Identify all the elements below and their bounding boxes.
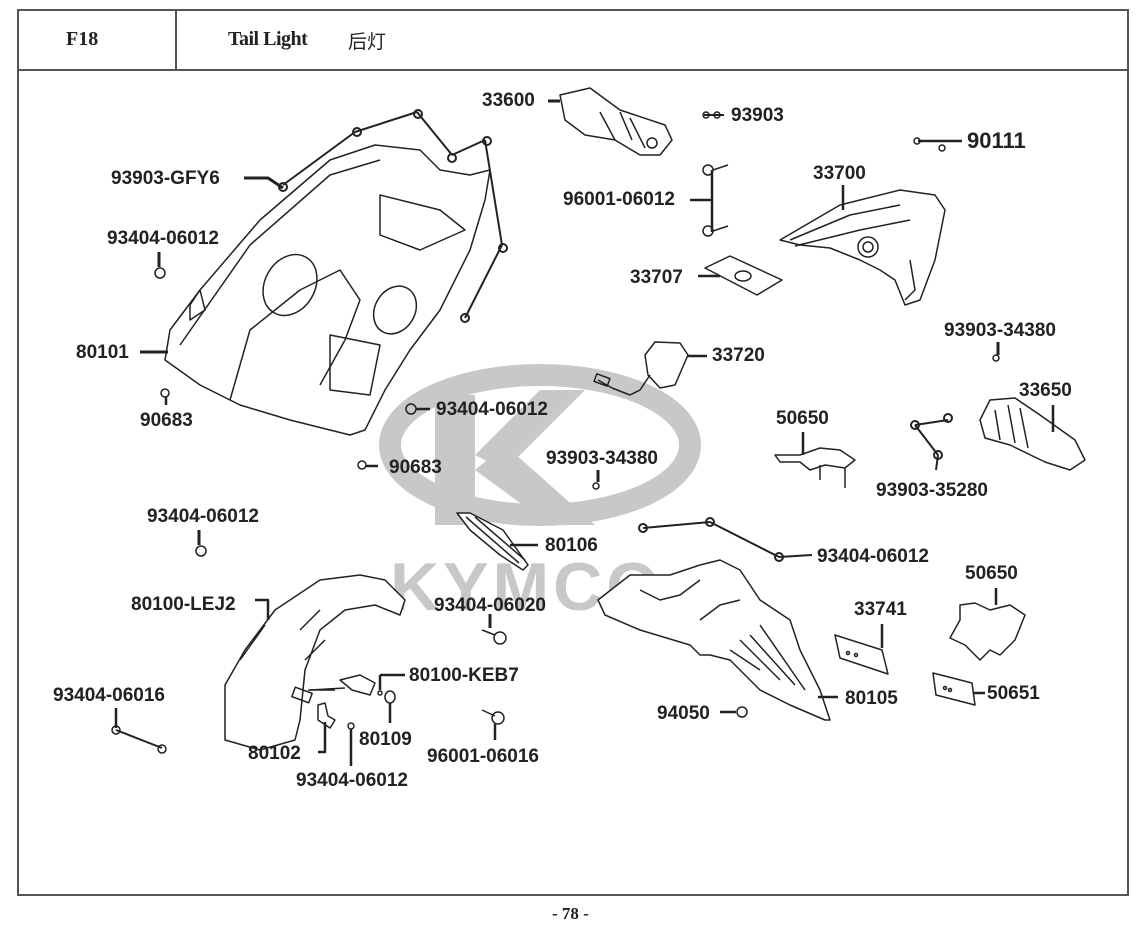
part-label-33700[interactable]: 33700: [813, 163, 866, 184]
part-label-93903-35280[interactable]: 93903-35280: [876, 480, 988, 501]
part-90683-clip-a[interactable]: [160, 388, 170, 405]
part-label-93404-06016[interactable]: 93404-06016: [53, 685, 165, 706]
part-label-93404-06012-b[interactable]: 93404-06012: [436, 399, 548, 420]
part-33720-license-light[interactable]: [593, 341, 707, 396]
part-93404-06012-bolt-e[interactable]: [347, 722, 355, 766]
part-50650-bracket-a[interactable]: [774, 432, 856, 488]
part-label-94050[interactable]: 94050: [657, 703, 710, 724]
part-label-93903-34380-b[interactable]: 93903-34380: [546, 448, 658, 469]
watermark-k-letter: [435, 390, 595, 525]
part-80102-clamp[interactable]: [317, 702, 336, 754]
part-label-80102[interactable]: 80102: [248, 743, 301, 764]
part-label-93903[interactable]: 93903: [731, 105, 784, 126]
part-50651-plate[interactable]: [932, 672, 985, 706]
part-50650-bracket-b[interactable]: [949, 588, 1026, 661]
part-label-93404-06012-e[interactable]: 93404-06012: [296, 770, 408, 791]
part-80101-inner-fender[interactable]: [164, 144, 491, 436]
page-number: - 78 -: [552, 904, 589, 923]
part-96001-06012-bolts[interactable]: [690, 164, 729, 237]
part-96001-06016-bolt[interactable]: [481, 709, 505, 740]
part-label-96001-06012[interactable]: 96001-06012: [563, 189, 675, 210]
part-label-90111[interactable]: 90111: [967, 128, 1026, 153]
part-label-50651[interactable]: 50651: [987, 683, 1040, 704]
part-80100-keb7[interactable]: [377, 673, 405, 696]
part-label-33600[interactable]: 33600: [482, 90, 535, 111]
part-label-96001-06016[interactable]: 96001-06016: [427, 746, 539, 767]
page-title: Tail Light: [228, 28, 308, 50]
part-label-90683-a[interactable]: 90683: [140, 410, 193, 431]
part-label-93903-gfy6[interactable]: 93903-GFY6: [111, 168, 220, 189]
part-94050-nut[interactable]: [720, 706, 748, 718]
part-80105-rear-fender[interactable]: [597, 559, 838, 721]
part-90683-clip-b[interactable]: [357, 460, 378, 470]
part-93404-06012-bolt-c[interactable]: [638, 517, 813, 562]
part-33741-plate[interactable]: [834, 624, 889, 675]
page-frame: [17, 9, 1129, 896]
part-label-80101[interactable]: 80101: [76, 342, 129, 363]
part-33700-tail-light[interactable]: [779, 185, 946, 306]
part-33650-turn-signal[interactable]: [979, 397, 1086, 471]
header-cell-divider: [175, 9, 177, 70]
part-80106-reflector[interactable]: [456, 512, 538, 571]
part-label-93404-06012-d[interactable]: 93404-06012: [147, 506, 259, 527]
part-93404-06012-bolt-d[interactable]: [195, 530, 207, 557]
part-label-33707[interactable]: 33707: [630, 267, 683, 288]
part-93903-34380-screw-b[interactable]: [592, 470, 600, 490]
part-label-93404-06012-c[interactable]: 93404-06012: [817, 546, 929, 567]
part-80109-collar[interactable]: [384, 690, 396, 723]
part-label-93903-34380-a[interactable]: 93903-34380: [944, 320, 1056, 341]
part-label-50650-b[interactable]: 50650: [965, 563, 1018, 584]
page-title-chinese: 后灯: [348, 31, 387, 53]
header-divider: [17, 69, 1129, 71]
part-93903-screw[interactable]: [702, 111, 724, 119]
part-33707-gasket[interactable]: [698, 255, 783, 296]
part-label-33650[interactable]: 33650: [1019, 380, 1072, 401]
part-93404-06016-bolt[interactable]: [111, 708, 167, 754]
part-label-50650-a[interactable]: 50650: [776, 408, 829, 429]
part-93903-34380-screw-a[interactable]: [992, 342, 1000, 362]
leader-lines: [140, 99, 560, 354]
part-label-33741[interactable]: 33741: [854, 599, 907, 620]
part-label-80100-keb7[interactable]: 80100-KEB7: [409, 665, 519, 686]
part-label-93404-06012-a[interactable]: 93404-06012: [107, 228, 219, 249]
part-93404-06012-bolt-a[interactable]: [154, 252, 166, 279]
section-code: F18: [66, 28, 99, 50]
part-label-80105[interactable]: 80105: [845, 688, 898, 709]
part-label-80106[interactable]: 80106: [545, 535, 598, 556]
part-80100-lej2-front-fender[interactable]: [224, 574, 406, 751]
part-label-33720[interactable]: 33720: [712, 345, 765, 366]
part-label-90683-b[interactable]: 90683: [389, 457, 442, 478]
part-93404-06012-bolt-b[interactable]: [405, 403, 430, 415]
part-label-80109[interactable]: 80109: [359, 729, 412, 750]
part-93903-gfy6-screws[interactable]: [278, 109, 508, 323]
part-label-93404-06020[interactable]: 93404-06020: [434, 595, 546, 616]
part-93404-06020-bolt[interactable]: [481, 614, 507, 645]
part-label-80100-lej2[interactable]: 80100-LEJ2: [131, 594, 236, 615]
part-90111-bolt[interactable]: [913, 137, 962, 152]
part-93903-35280-screws[interactable]: [910, 413, 953, 471]
part-33600-turn-signal[interactable]: [559, 87, 673, 156]
